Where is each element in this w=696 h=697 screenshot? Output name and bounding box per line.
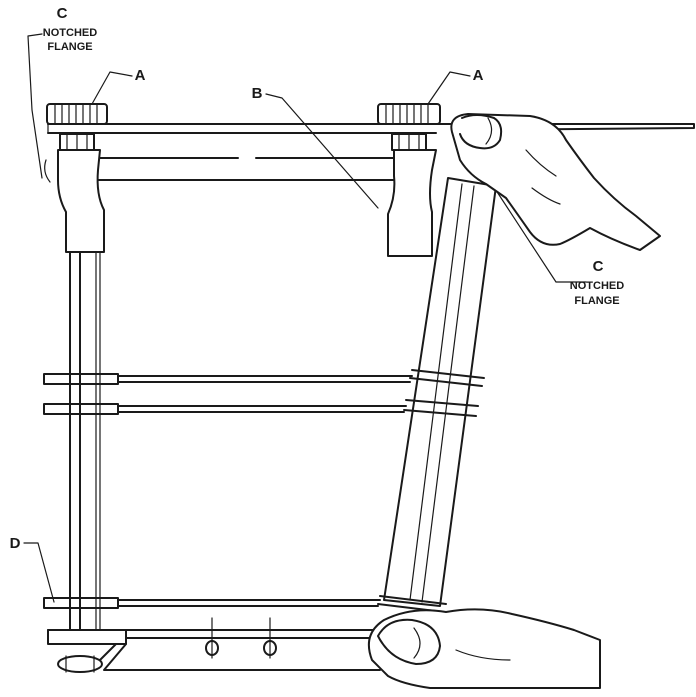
callout-c-right-flange: FLANGE	[574, 295, 619, 307]
callout-c-right-letter: C	[593, 258, 604, 275]
top-plate	[47, 123, 695, 134]
leader-c-right	[487, 177, 587, 283]
knob-right	[377, 103, 441, 151]
right-tube	[377, 177, 497, 613]
rails	[43, 373, 413, 609]
hand-lower	[368, 608, 601, 689]
left-rod	[69, 251, 101, 641]
callout-c-top-notched: NOTCHED	[43, 27, 97, 39]
bottom-plate	[47, 617, 391, 673]
leader-a-right	[427, 71, 471, 105]
flange-hanger-left	[44, 149, 105, 253]
leader-lines	[23, 33, 587, 603]
callout-b: B	[252, 85, 263, 102]
hand-upper	[450, 113, 661, 251]
callout-c-top-flange: FLANGE	[47, 41, 92, 53]
leader-b	[265, 93, 379, 209]
callout-c-right-notched: NOTCHED	[570, 280, 624, 292]
callout-c-top-letter: C	[57, 5, 68, 22]
flange-hanger-right	[387, 149, 437, 257]
callout-d: D	[10, 535, 21, 552]
leader-a-left	[91, 71, 133, 105]
leader-d	[23, 542, 55, 603]
leader-c-top	[27, 33, 43, 179]
knob-left	[46, 103, 108, 151]
hanger-bar	[97, 157, 395, 181]
callout-a-left: A	[135, 67, 146, 84]
callout-a-right: A	[473, 67, 484, 84]
